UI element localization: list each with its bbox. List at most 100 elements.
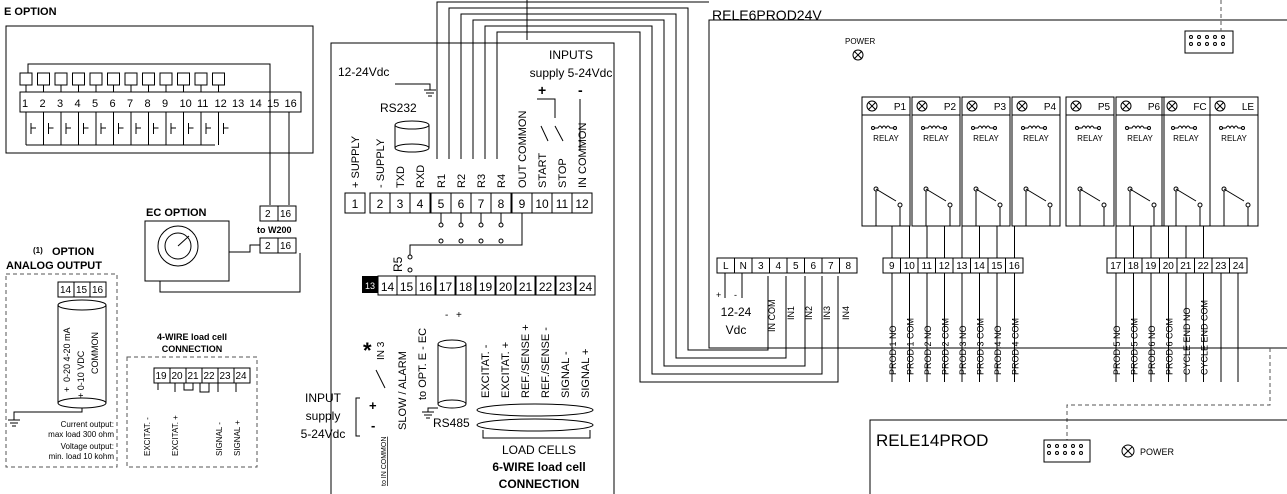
connector-pin xyxy=(1205,35,1209,39)
connector-pins xyxy=(1047,444,1083,455)
four-wire-terminal xyxy=(233,367,251,384)
four-wire-title-2: CONNECTION xyxy=(162,344,223,354)
relay-led-icon xyxy=(1018,102,1026,110)
six-wire-label: 6-WIRE load cell xyxy=(492,460,585,474)
bottom-terminal xyxy=(535,275,556,296)
analog-cable-shield-top xyxy=(57,299,107,311)
rele14-title: RELE14PROD xyxy=(876,431,988,450)
relay-contact xyxy=(498,222,504,228)
bottom-terminal-13 xyxy=(362,276,378,293)
e-contact-housing xyxy=(124,72,138,86)
rele6-terminal-label: 19 xyxy=(1145,261,1157,272)
rs485-plus: + xyxy=(456,310,462,321)
analog-vert-label: COMMON xyxy=(90,332,100,374)
relay-switch-arm xyxy=(925,188,947,202)
analog-title-1: OPTION xyxy=(52,246,94,258)
relay-label: RELAY xyxy=(873,134,899,143)
bottom-terminal-vert-label: SLOW / ALARM xyxy=(397,351,409,430)
relay-contact xyxy=(438,222,444,228)
relay-led-icon xyxy=(1016,100,1028,112)
rele6-terminal xyxy=(839,257,858,274)
connector-pin xyxy=(1197,35,1201,39)
analog-note: Current output: xyxy=(61,420,114,429)
relay-label: RELAY xyxy=(1023,134,1049,143)
relay-switch-arm xyxy=(875,188,897,202)
relay-name: P3 xyxy=(994,102,1007,113)
top-terminal-label: 4 xyxy=(417,197,424,211)
rele6-output-label: PROD.6 NO xyxy=(1147,325,1157,375)
power-led-icon xyxy=(1121,444,1135,458)
wire xyxy=(472,19,806,367)
rs485-label: RS485 xyxy=(433,416,470,430)
connector-pin xyxy=(1071,451,1075,455)
top-terminal-label: 2 xyxy=(377,197,384,211)
analog-cable-shield-bottom xyxy=(57,397,107,409)
rele6-output-label: PROD.4 NO xyxy=(993,325,1003,375)
ec-term-label: 16 xyxy=(280,241,292,252)
relay-coil-icon xyxy=(1193,126,1197,130)
relay-led-icon xyxy=(966,100,978,112)
e-terminal-label: 6 xyxy=(110,98,116,110)
relay-led-icon xyxy=(1216,102,1224,110)
top-terminal xyxy=(344,192,366,214)
output-relay-contacts xyxy=(409,213,523,255)
wire xyxy=(460,13,787,359)
inputs-supply-label: supply 5-24Vdc xyxy=(530,66,613,80)
rs232-cable-shield xyxy=(394,143,430,153)
top-terminal-vert-label: OUT COMMON xyxy=(517,111,529,188)
e-terminal-label: 3 xyxy=(57,98,63,110)
input-plus: + xyxy=(369,398,377,413)
rele14prod-board: RELE14PROD POWER xyxy=(869,348,1287,494)
top-terminal-vert-label: RXD xyxy=(415,165,427,188)
relay-led-icon xyxy=(968,102,976,110)
relay-module xyxy=(1065,96,1115,227)
rele6-output-label: PROD.3 COM xyxy=(976,318,986,375)
rele6-output-label: PROD.4 COM xyxy=(1011,318,1021,375)
rele14-power-label: POWER xyxy=(1140,447,1175,457)
relay-switch-contact xyxy=(997,202,1003,208)
rele6-input-label: IN4 xyxy=(841,306,851,320)
rele6-input-label: IN COM xyxy=(767,300,777,333)
relay-label: RELAY xyxy=(923,134,949,143)
relay-led-icon xyxy=(1120,100,1132,112)
e-contact-housing xyxy=(194,72,208,86)
to-w200-label: to W200 xyxy=(257,225,292,235)
ec-wire-b xyxy=(159,253,301,293)
relay-coil-icon xyxy=(1241,126,1245,130)
ec-rotary-switch xyxy=(157,225,199,267)
relay-switch-contact xyxy=(1101,202,1107,208)
relay-contact xyxy=(498,238,504,244)
interconnect-wires xyxy=(436,0,839,383)
connector-pin xyxy=(1221,35,1225,39)
bottom-terminal-vert-label: REF./SENSE - xyxy=(540,327,552,398)
relay-led-icon xyxy=(1166,100,1178,112)
relay-switch-arm xyxy=(1129,188,1151,202)
analog-note: Voltage output: xyxy=(61,442,114,451)
relay-name: P6 xyxy=(1148,102,1161,113)
bottom-terminal-vert-label: EXCITAT. + xyxy=(500,342,512,398)
main-controller: 12-24Vdc RS232 INPUTS supply 5-24Vdc + -… xyxy=(301,42,615,494)
relay-switch-arm xyxy=(1175,188,1197,202)
relay-contact xyxy=(478,238,484,244)
r6-vdc-2: Vdc xyxy=(726,323,747,337)
bottom-terminal-vert-label: REF./SENSE + xyxy=(520,324,532,398)
relay-switch-contact xyxy=(897,202,903,208)
analog-vert-label: 0-20 4-20 mA xyxy=(62,327,72,382)
connector-pins xyxy=(1189,35,1225,46)
top-terminal-label: 3 xyxy=(397,197,404,211)
rele6-output-label: PROD.1 NO xyxy=(888,325,898,375)
r6-plus: + xyxy=(716,290,721,300)
rele6-terminal-label: 4 xyxy=(775,261,781,272)
relay-module xyxy=(1011,96,1061,227)
power-led-icon xyxy=(852,49,864,61)
e-contact-housing xyxy=(142,72,155,86)
top-terminal xyxy=(571,192,593,214)
four-wire-terminal-label: 23 xyxy=(220,371,232,382)
input-supply-label: supply xyxy=(306,409,341,423)
relay-coil-icon xyxy=(893,126,897,130)
top-terminal-label: 12 xyxy=(575,197,589,211)
inputs-plus-wire xyxy=(537,98,556,118)
bottom-terminal-label: 14 xyxy=(381,280,395,294)
e-contact-housing xyxy=(212,72,225,86)
